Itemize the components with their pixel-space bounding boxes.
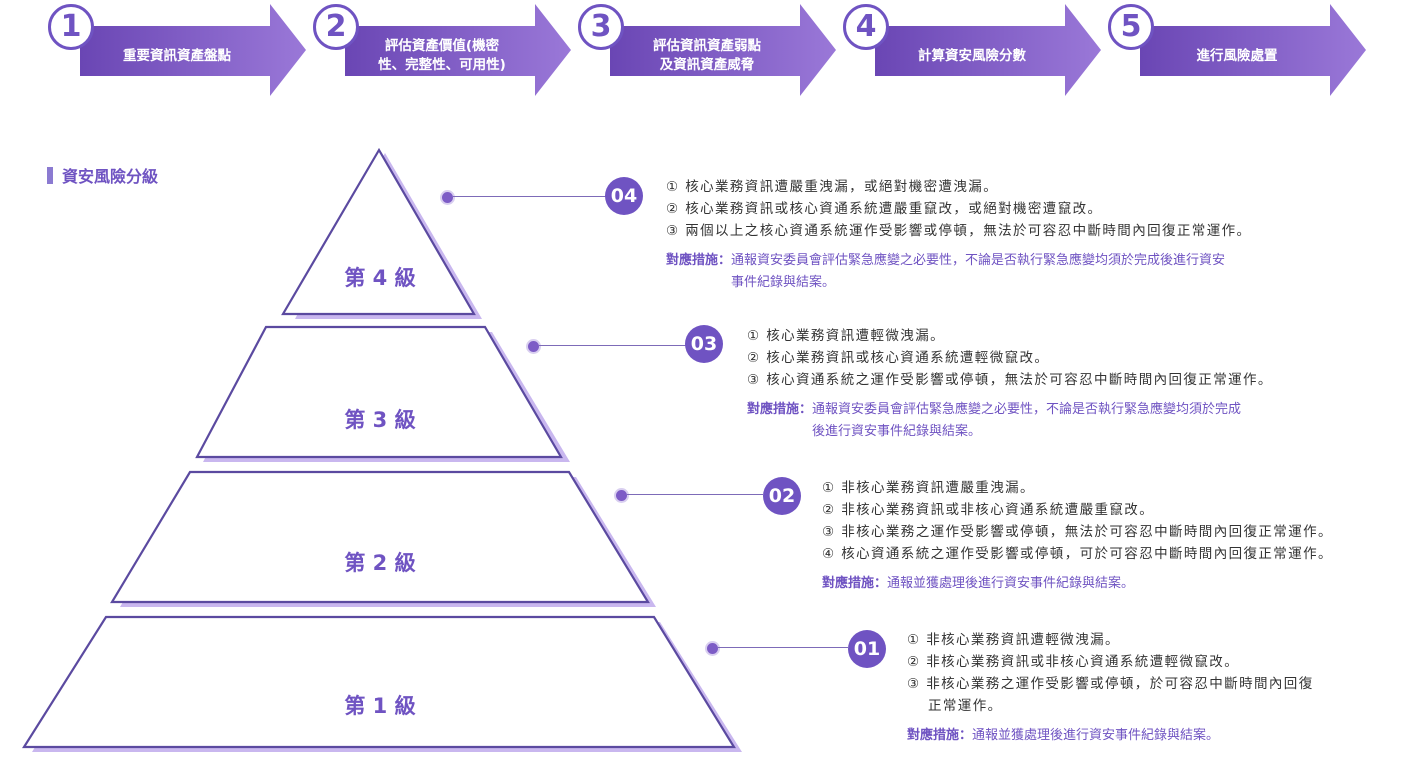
step-label: 重要資訊資產盤點 [123,47,231,64]
response-measure: 對應措施： 通報資安委員會評估緊急應變之必要性，不論是否執行緊急應變均須於完成 … [747,399,1273,443]
step-arrow [610,4,836,96]
response-measure: 對應措施： 通報並獲處理後進行資安事件紀錄與結案。 [822,573,1333,595]
section-title: 資安風險分級 [47,163,158,187]
pyramid-tier-1 [22,615,736,749]
level-1-description: ① 非核心業務資訊遭輕微洩漏。 ② 非核心業務資訊或非核心資通系統遭輕微竄改。 … [907,629,1314,747]
criteria-item: ② 核心業務資訊或核心資通系統遭嚴重竄改，或絕對機密遭竄改。 [666,201,1103,217]
response-measure: 對應措施： 通報並獲處理後進行資安事件紀錄與結案。 [907,725,1314,747]
pyramid-tiers [22,147,736,749]
measure-text: 通報並獲處理後進行資安事件紀錄與結案。 [972,728,1220,743]
pyramid-tier-4 [281,147,476,316]
criteria-item: ③ 兩個以上之核心資通系統運作受影響或停頓，無法於可容忍中斷時間內回復正常運作。 [666,223,1252,239]
level-label-2: 第 2 級 [344,551,416,575]
step-number: 4 [843,4,889,50]
connector-dot [526,339,541,354]
connector-line [718,647,848,648]
step-number: 3 [578,4,624,50]
level-badge-4: 04 [605,177,643,215]
step-arrow [1140,4,1366,96]
measure-text: 通報資安委員會評估緊急應變之必要性，不論是否執行緊急應變均須於完成後進行資安 [731,253,1226,268]
process-step-3: 3 評估資訊資產弱點 及資訊資產威脅 [578,0,842,100]
step-label: 評估資產價值(機密 性、完整性、可用性) [378,38,506,73]
measure-text: 事件紀錄與結案。 [731,275,836,290]
pyramid-tier-3 [195,325,563,459]
connector-line [627,494,763,495]
measure-label: 對應措施： [822,576,888,591]
criteria-item: ① 非核心業務資訊遭輕微洩漏。 [907,632,1120,648]
level-3-description: ① 核心業務資訊遭輕微洩漏。 ② 核心業務資訊或核心資通系統遭輕微竄改。 ③ 核… [747,325,1273,443]
level-4-description: ① 核心業務資訊遭嚴重洩漏，或絕對機密遭洩漏。 ② 核心業務資訊或核心資通系統遭… [666,176,1251,294]
criteria-item: ② 核心業務資訊或核心資通系統遭輕微竄改。 [747,350,1050,366]
process-step-4: 4 計算資安風險分數 [843,0,1107,100]
connector-dot [614,488,629,503]
step-arrow [345,4,571,96]
step-arrow [875,4,1101,96]
level-label-4: 第 4 級 [344,266,416,290]
response-measure: 對應措施： 通報資安委員會評估緊急應變之必要性，不論是否執行緊急應變均須於完成後… [666,250,1251,294]
process-step-5: 5 進行風險處置 [1108,0,1372,100]
step-number: 2 [313,4,359,50]
measure-text: 通報資安委員會評估緊急應變之必要性，不論是否執行緊急應變均須於完成 [812,402,1242,417]
connector-dot [705,641,720,656]
process-step-2: 2 評估資產價值(機密 性、完整性、可用性) [313,0,577,100]
level-2-description: ① 非核心業務資訊遭嚴重洩漏。 ② 非核心業務資訊或非核心資通系統遭嚴重竄改。 … [822,477,1333,595]
process-step-1: 1 重要資訊資產盤點 [48,0,312,100]
criteria-item-continued: 正常運作。 [928,698,1003,714]
criteria-item: ③ 核心資通系統之運作受影響或停頓，無法於可容忍中斷時間內回復正常運作。 [747,372,1273,388]
level-label-3: 第 3 級 [344,408,416,432]
criteria-item: ③ 非核心業務之運作受影響或停頓，無法於可容忍中斷時間內回復正常運作。 [822,524,1333,540]
step-label: 評估資訊資產弱點 及資訊資產威脅 [653,38,761,73]
section-title-text: 資安風險分級 [62,167,159,186]
measure-label: 對應措施： [666,253,732,268]
criteria-item: ② 非核心業務資訊或非核心資通系統遭輕微竄改。 [907,654,1240,670]
measure-text: 後進行資安事件紀錄與結案。 [812,424,982,439]
criteria-item: ③ 非核心業務之運作受影響或停頓，於可容忍中斷時間內回復 [907,676,1314,692]
criteria-item: ① 非核心業務資訊遭嚴重洩漏。 [822,480,1035,496]
title-bar-icon [47,166,53,184]
connector-line [539,345,687,346]
measure-label: 對應措施： [907,728,973,743]
level-badge-2: 02 [763,477,801,515]
step-label: 計算資安風險分數 [918,47,1026,64]
level-badge-3: 03 [685,325,723,363]
level-badge-1: 01 [848,630,886,668]
step-number: 5 [1108,4,1154,50]
step-label: 進行風險處置 [1196,47,1278,64]
step-number: 1 [48,4,94,50]
measure-label: 對應措施： [747,402,813,417]
connector-dot [440,190,455,205]
criteria-item: ② 非核心業務資訊或非核心資通系統遭嚴重竄改。 [822,502,1155,518]
risk-pyramid [22,147,742,752]
measure-text: 通報並獲處理後進行資安事件紀錄與結案。 [887,576,1135,591]
criteria-item: ① 核心業務資訊遭嚴重洩漏，或絕對機密遭洩漏。 [666,179,999,195]
connector-line [453,196,607,197]
level-label-1: 第 1 級 [344,694,416,718]
pyramid-tier-2 [110,470,650,604]
step-arrow [80,4,306,96]
criteria-item: ④ 核心資通系統之運作受影響或停頓，可於可容忍中斷時間內回復正常運作。 [822,546,1333,562]
criteria-item: ① 核心業務資訊遭輕微洩漏。 [747,328,945,344]
